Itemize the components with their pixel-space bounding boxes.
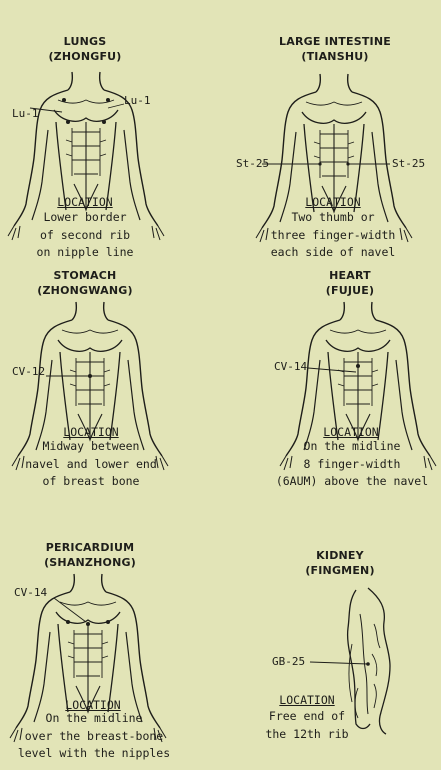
organ-name: HEART [329,269,371,282]
point-label-right: Lu-1 [124,94,151,107]
location-heading: LOCATION [57,195,113,209]
location-description: Lower border of second rib on nipple lin… [36,210,134,259]
point-name: (SHANZHONG) [44,556,136,569]
torso-figure [9,572,167,743]
location-description: Free end of the 12th rib [265,709,349,741]
panel-title: PERICARDIUM (SHANZHONG) [30,540,150,570]
point-label: GB-25 [272,655,306,668]
organ-name: LARGE INTESTINE [279,35,391,48]
panel-title: KIDNEY (FINGMEN) [300,548,380,578]
point-name: (TIANSHU) [301,50,369,63]
point-label-left: St-25 [236,157,270,170]
location-heading: LOCATION [323,425,379,439]
organ-name: STOMACH [53,269,117,282]
point-label-left: Lu-1 [12,107,39,120]
point-name: (FUJUE) [325,284,375,297]
location-description: On the midline 8 finger-width (6AUM) abo… [275,439,429,488]
organ-name: LUNGS [63,35,107,48]
location-heading: LOCATION [279,693,335,707]
point-label: CV-14 [274,360,308,373]
torso-figure [7,70,165,241]
panel-title: LARGE INTESTINE (TIANSHU) [265,34,405,64]
location-description: Midway between navel and lower end of br… [25,439,157,488]
torso-figure [279,300,437,471]
side-figure [338,584,408,735]
panel-title: STOMACH (ZHONGWANG) [30,268,140,298]
point-name: (ZHONGFU) [48,50,122,63]
panel-title: HEART (FUJUE) [300,268,400,298]
point-label: CV-14 [14,586,48,599]
location-heading: LOCATION [63,425,119,439]
point-label-right: St-25 [392,157,426,170]
location-heading: LOCATION [65,698,121,712]
point-name: (ZHONGWANG) [37,284,133,297]
location-description: Two thumb or three finger-width each sid… [270,210,396,259]
torso-figure [11,300,169,471]
point-name: (FINGMEN) [305,564,375,577]
location-heading: LOCATION [305,195,361,209]
organ-name: PERICARDIUM [45,541,135,554]
point-label: CV-12 [12,365,46,378]
location-description: On the midline over the breast-bone leve… [17,711,171,760]
panel-title: LUNGS (ZHONGFU) [30,34,140,64]
organ-name: KIDNEY [316,549,364,562]
